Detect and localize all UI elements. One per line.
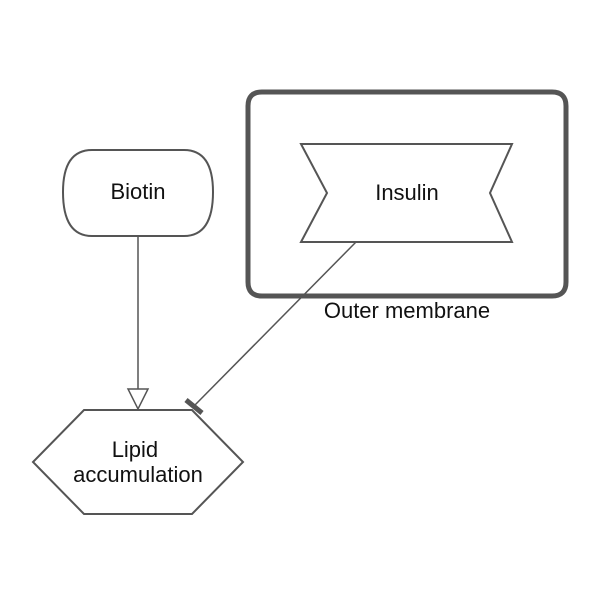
- stimulation-arrowhead-icon: [126, 388, 150, 411]
- node-insulin-shape: [299, 143, 514, 243]
- node-lipid-accumulation-label-line2: accumulation: [73, 462, 203, 487]
- node-biotin[interactable]: Biotin: [61, 149, 215, 237]
- node-lipid-accumulation-label-line1: Lipid: [112, 437, 158, 462]
- node-biotin-label: Biotin: [110, 179, 165, 204]
- edge-biotin-to-lipid[interactable]: [126, 236, 150, 411]
- node-insulin[interactable]: Insulin: [299, 143, 514, 243]
- node-lipid-accumulation-shape: [31, 409, 245, 515]
- inhibition-bar-icon: [184, 398, 204, 415]
- compartment-outer-membrane-label: Outer membrane: [324, 298, 490, 323]
- node-biotin-shape: [61, 149, 215, 237]
- node-lipid-accumulation[interactable]: Lipid accumulation: [31, 409, 245, 515]
- edge-insulin-to-lipid-line: [193, 241, 357, 407]
- edge-insulin-to-lipid[interactable]: [184, 241, 357, 415]
- node-lipid-accumulation-label: Lipid accumulation: [73, 437, 203, 487]
- node-insulin-label: Insulin: [375, 180, 439, 205]
